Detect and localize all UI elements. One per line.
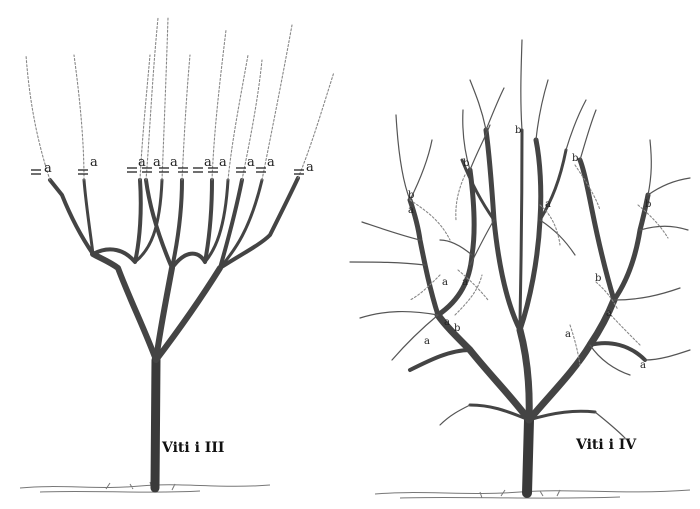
cut-label: a xyxy=(267,155,275,170)
label-a: a xyxy=(606,308,612,319)
cut-label: a xyxy=(306,160,314,175)
cut-label: a xyxy=(170,155,178,170)
label-a: a xyxy=(444,317,450,328)
left-tree: a a a a a a a a a a Viti i III xyxy=(20,18,334,492)
left-ground xyxy=(20,482,270,492)
cut-label: a xyxy=(204,155,212,170)
label-a: a xyxy=(545,199,551,210)
label-b: b xyxy=(408,190,414,201)
left-cut-labels: a a a a a a a a a a xyxy=(44,155,314,176)
label-b: b xyxy=(595,273,601,284)
right-tree: b b b b b b b a a a a a a a a a Viti i I… xyxy=(350,40,690,498)
left-cut-marks xyxy=(31,168,304,174)
label-a: a xyxy=(462,277,468,288)
right-ground xyxy=(375,490,690,498)
cut-label: a xyxy=(138,155,146,170)
label-b: b xyxy=(454,323,460,334)
right-scaffold-limbs xyxy=(410,130,648,420)
right-trunk xyxy=(527,420,529,493)
cut-label: a xyxy=(90,155,98,170)
label-b: b xyxy=(463,158,469,169)
left-scaffold-limbs xyxy=(50,178,298,360)
label-b: b xyxy=(515,125,521,136)
cut-label: a xyxy=(153,155,161,170)
cut-label: a xyxy=(247,155,255,170)
label-b: b xyxy=(572,153,578,164)
cut-label: a xyxy=(44,161,52,176)
label-a: a xyxy=(424,336,430,347)
left-caption: Viti i III xyxy=(161,440,224,456)
right-caption: Viti i IV xyxy=(575,437,637,453)
label-a: a xyxy=(442,277,448,288)
label-a: a xyxy=(565,329,571,340)
left-new-shoots xyxy=(26,18,334,180)
label-b: b xyxy=(645,199,651,210)
cut-label: a xyxy=(219,155,227,170)
right-labels: b b b b b b b a a a a a a a a a xyxy=(408,125,651,371)
left-trunk xyxy=(155,360,156,488)
label-a: a xyxy=(640,360,646,371)
label-a: a xyxy=(408,205,414,216)
